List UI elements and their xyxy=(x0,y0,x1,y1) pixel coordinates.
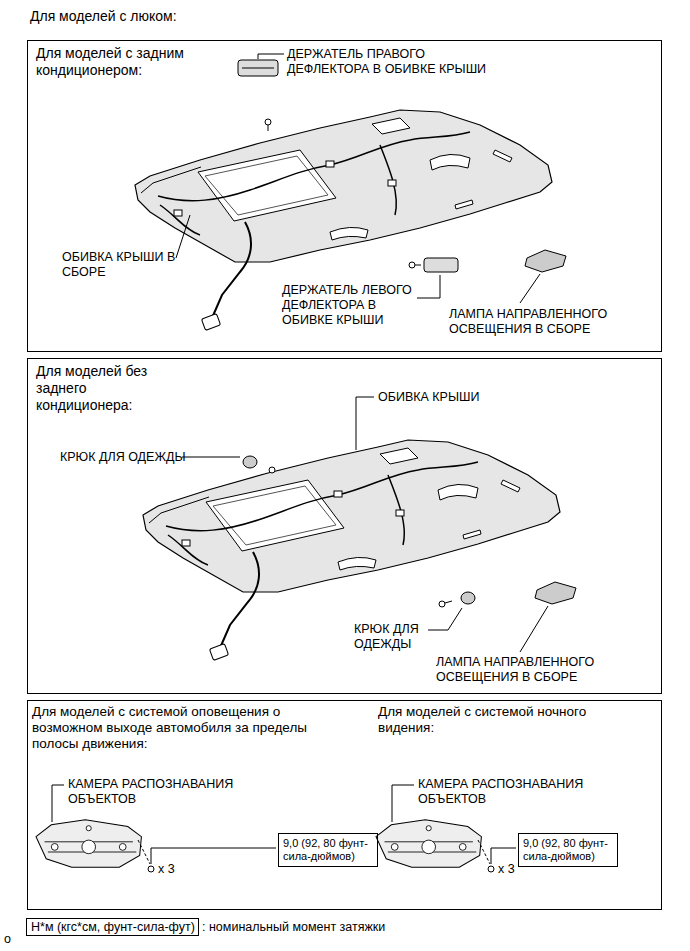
text-slot: 9,0 (92, 80 фунт-сила-дюймов) xyxy=(523,837,613,863)
page-title: Для моделей с люком: xyxy=(30,8,177,25)
deflector-holder xyxy=(424,258,458,272)
leader-line xyxy=(52,785,64,822)
camera-drawing xyxy=(376,820,481,868)
legend-box: Н*м (кгс*см, фунт-сила-фут) xyxy=(26,918,199,936)
part-label: ОБИВКА КРЫШИ В СБОРЕ xyxy=(62,250,202,280)
leader-line xyxy=(182,457,240,458)
label-slot: ЛАМПА НАПРАВЛЕННОГО ОСВЕЩЕНИЯ В СБОРЕ xyxy=(436,655,626,685)
leader-line xyxy=(151,848,276,864)
leader-line xyxy=(491,848,516,864)
leader-line xyxy=(176,215,190,258)
label-slot: ОБИВКА КРЫШИ В СБОРЕ xyxy=(62,250,202,280)
headliner-drawing xyxy=(135,110,552,330)
part-label: КАМЕРА РАСПОЗНАВАНИЯ ОБЪЕКТОВ xyxy=(418,777,638,807)
box-text: Н*м (кгс*см, фунт-сила-фут) xyxy=(31,920,195,935)
label-slot: x 3 xyxy=(498,862,538,877)
screw-shaft xyxy=(445,601,452,603)
screw xyxy=(265,119,271,125)
screw xyxy=(488,866,494,872)
legend-note: : номинальный момент затяжки xyxy=(202,920,462,935)
headliner-drawing xyxy=(143,440,560,660)
label-slot: ДЕРЖАТЕЛЬ ПРАВОГО ДЕФЛЕКТОРА В ОБИВКЕ КР… xyxy=(287,47,502,77)
deflector-holder xyxy=(238,60,278,76)
screw-shaft xyxy=(268,125,269,131)
text-slot: Для моделей без заднего кондиционера: xyxy=(36,363,171,413)
box-text: 9,0 (92, 80 фунт-сила-дюймов) xyxy=(523,837,613,863)
text-slot: Для моделей с системой ночного видения: xyxy=(378,704,608,736)
screw xyxy=(269,467,275,473)
label-slot: x 3 xyxy=(158,862,198,877)
text-slot: 9,0 (92, 80 фунт-сила-дюймов) xyxy=(283,837,373,863)
screw xyxy=(148,866,154,872)
part-label: ДЕРЖАТЕЛЬ ПРАВОГО ДЕФЛЕКТОРА В ОБИВКЕ КР… xyxy=(287,47,502,77)
part-label: КРЮК ДЛЯ ОДЕЖДЫ xyxy=(354,622,454,652)
leader-line xyxy=(417,275,440,298)
title-slot: Для моделей с люком: xyxy=(30,8,177,25)
part-label: ЛАМПА НАПРАВЛЕННОГО ОСВЕЩЕНИЯ В СБОРЕ xyxy=(449,307,639,337)
leader-line xyxy=(258,54,284,59)
panel-heading: Для моделей без заднего кондиционера: xyxy=(36,363,171,413)
part-label: ОБИВКА КРЫШИ xyxy=(378,390,508,405)
label-slot: КАМЕРА РАСПОЗНАВАНИЯ ОБЪЕКТОВ xyxy=(418,777,638,807)
text-slot: Для моделей с задним кондиционером: xyxy=(36,45,226,79)
text-slot: Для моделей с системой оповещения о возм… xyxy=(32,704,332,753)
map-lamp xyxy=(535,582,576,604)
label-slot: КАМЕРА РАСПОЗНАВАНИЯ ОБЪЕКТОВ xyxy=(68,777,288,807)
label-slot: ЛАМПА НАПРАВЛЕННОГО ОСВЕЩЕНИЯ В СБОРЕ xyxy=(449,307,639,337)
leader-line xyxy=(356,397,374,450)
screw-shaft xyxy=(415,265,421,266)
label-slot: : номинальный момент затяжки xyxy=(202,920,462,935)
torque-box: 9,0 (92, 80 фунт-сила-дюймов) xyxy=(278,833,378,867)
leader-line xyxy=(392,785,414,822)
box-text: 9,0 (92, 80 фунт-сила-дюймов) xyxy=(283,837,373,863)
coat-hook xyxy=(243,456,257,468)
panel-heading: Для моделей с системой оповещения о возм… xyxy=(32,704,332,753)
quantity-label: x 3 xyxy=(498,862,538,877)
screw xyxy=(409,262,415,268)
part-label: КАМЕРА РАСПОЗНАВАНИЯ ОБЪЕКТОВ xyxy=(68,777,288,807)
label-slot: o xyxy=(4,932,18,947)
dashed-line xyxy=(138,840,150,864)
panel-heading: Для моделей с системой ночного видения: xyxy=(378,704,608,736)
leader-line xyxy=(520,274,540,303)
screw xyxy=(439,601,445,607)
deflector-holder-detail xyxy=(242,68,274,69)
part-label: ДЕРЖАТЕЛЬ ЛЕВОГО ДЕФЛЕКТОРА В ОБИВКЕ КРЫ… xyxy=(282,283,422,328)
leader-line xyxy=(428,608,462,630)
label-slot: ОБИВКА КРЫШИ xyxy=(378,390,508,405)
part-label: КРЮК ДЛЯ ОДЕЖДЫ xyxy=(60,450,200,465)
map-lamp xyxy=(525,250,566,272)
label-slot: ДЕРЖАТЕЛЬ ЛЕВОГО ДЕФЛЕКТОРА В ОБИВКЕ КРЫ… xyxy=(282,283,422,328)
coat-hook xyxy=(461,592,475,604)
label-slot: КРЮК ДЛЯ ОДЕЖДЫ xyxy=(60,450,200,465)
camera-drawing xyxy=(36,820,141,868)
quantity-label: x 3 xyxy=(158,862,198,877)
dashed-line xyxy=(478,840,490,864)
leader-line xyxy=(520,606,548,652)
camera xyxy=(36,820,141,868)
panel-heading: Для моделей с задним кондиционером: xyxy=(36,45,226,79)
camera xyxy=(376,820,481,868)
panel-box: Для моделей без заднего кондиционера: xyxy=(27,358,662,694)
part-label: ЛАМПА НАПРАВЛЕННОГО ОСВЕЩЕНИЯ В СБОРЕ xyxy=(436,655,626,685)
text-slot: Н*м (кгс*см, фунт-сила-фут) xyxy=(31,920,195,935)
label-slot: КРЮК ДЛЯ ОДЕЖДЫ xyxy=(354,622,454,652)
page-mark: o xyxy=(4,932,18,947)
torque-box: 9,0 (92, 80 фунт-сила-дюймов) xyxy=(518,833,618,867)
